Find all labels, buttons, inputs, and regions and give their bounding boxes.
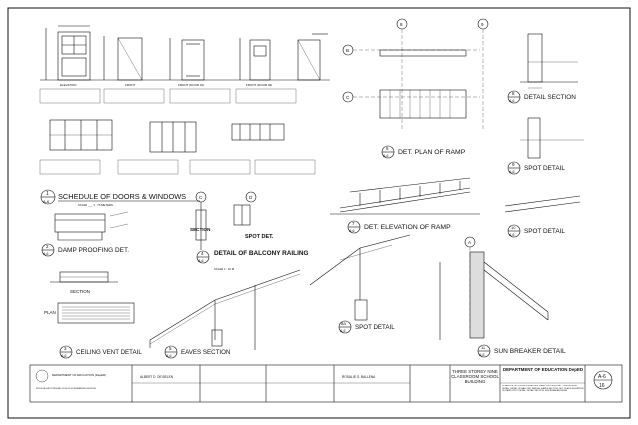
section-c-title: SECTION xyxy=(190,227,211,232)
spot-d-mark: D xyxy=(249,195,253,200)
sheet-number-box: A-6 16 xyxy=(593,370,613,390)
detail-11-label: SUN BREAKER DETAIL xyxy=(494,348,566,355)
title-block-project: THREE STOREY NINE CLASSROOM SCHOOL BUILD… xyxy=(451,369,499,385)
title-block-owner-wrap: DEPARTMENT OF EDUCATION DepED xyxy=(502,367,584,372)
title-block-agency: DEPARTMENT OF EDUCATION (DepED) xyxy=(52,373,106,377)
detail-5a-number: 5a xyxy=(341,321,346,326)
detail-1-title: 1 A-6 SCHEDULE OF DOORS & WINDOWS SCALE … xyxy=(40,189,200,207)
spot-10-drawing xyxy=(504,195,581,213)
detail-2-sheet: A-6 xyxy=(43,252,49,256)
detail-2-title: 2 A-6 DAMP PROOFING DET. xyxy=(41,243,129,257)
detail-4-scale: SCALE 1 : 10 M xyxy=(214,267,235,271)
detail-9-title: 9 A-6 SPOT DETAIL xyxy=(507,161,565,175)
detail-5-label: EAVES SECTION xyxy=(181,349,230,356)
detail-1-sheet: A-6 xyxy=(43,199,50,204)
detail-11-number: 11 xyxy=(481,345,486,350)
title-block-contents-wrap: SCHEDULE OF DOORS & WINDOWS, DAMP PROOFI… xyxy=(502,385,584,393)
detail-6-sheet: A-6 xyxy=(383,154,389,158)
sun-breaker-drawing xyxy=(439,236,549,340)
door-label-1: ELEVATION xyxy=(60,83,76,87)
detail-11-sheet: A-6 xyxy=(479,353,485,357)
sheet-number: A-6 xyxy=(598,374,606,380)
detail-10-number: 10 xyxy=(511,225,516,230)
door-label-3: FRONT (DOOR #1) xyxy=(178,83,204,87)
spot-d-title: SPOT DET. xyxy=(245,234,274,240)
detail-8-number: 8 xyxy=(512,91,515,96)
detail-10-label: SPOT DETAIL xyxy=(524,228,565,235)
detail-section-drawing xyxy=(520,33,578,89)
detail-7-sheet: A-6 xyxy=(349,229,355,233)
detail-1-number: 1 xyxy=(46,191,49,197)
title-block-signatory-2: ROSALIE O. BALLENA xyxy=(342,375,376,379)
title-block-signatory-1: ALBERT D. DE BELEN xyxy=(140,375,174,379)
detail-9-number: 9 xyxy=(512,162,515,167)
door-label-4: FRONT (DOOR #2) xyxy=(246,83,272,87)
detail-9-label: SPOT DETAIL xyxy=(524,165,565,172)
detail-9-sheet: A-6 xyxy=(509,170,515,174)
detail-5-sheet: A-6 xyxy=(166,354,172,358)
detail-10-sheet: A-6 xyxy=(509,233,515,237)
detail-8-label: DETAIL SECTION xyxy=(524,94,576,101)
section-c-mark: C xyxy=(199,195,203,200)
ceiling-vent-plan xyxy=(57,302,135,324)
damp-proofing-drawing xyxy=(54,211,129,241)
grid-mark-c: C xyxy=(346,95,350,100)
window-schedule xyxy=(39,119,316,175)
title-block-office: PHYSICAL FACILITIES AND SCHOOLS ENGINEER… xyxy=(36,387,96,390)
detail-1-label: SCHEDULE OF DOORS & WINDOWS xyxy=(58,192,186,201)
detail-5a-label: SPOT DETAIL xyxy=(355,324,395,331)
detail-7-number: 7 xyxy=(352,221,355,226)
grid-mark-8: 8 xyxy=(400,22,403,27)
grid-mark-9: 9 xyxy=(481,22,484,27)
detail-11-title: 11 A-6 SUN BREAKER DETAIL xyxy=(477,344,566,358)
ceiling-vent-plan-label: PLAN xyxy=(44,310,56,315)
detail-3-label: CEILING VENT DETAIL xyxy=(76,349,142,356)
detail-2-number: 2 xyxy=(46,244,49,249)
title-block-owner: DEPARTMENT OF EDUCATION DepED xyxy=(502,367,584,372)
door-label-2: FRONT xyxy=(125,83,135,87)
title-block-contents: SCHEDULE OF DOORS & WINDOWS, DAMP PROOFI… xyxy=(502,385,584,393)
detail-6-title: 6 A-6 DET. PLAN OF RAMP xyxy=(381,145,466,159)
detail-2-label: DAMP PROOFING DET. xyxy=(58,247,129,254)
door-notes xyxy=(39,88,297,104)
spot-9-drawing xyxy=(520,117,584,159)
detail-4-sheet: A-6 xyxy=(198,259,204,263)
detail-4-label: DETAIL OF BALCONY RAILING xyxy=(214,250,308,257)
detail-3-title: 3 A-6 CEILING VENT DETAIL xyxy=(59,345,142,359)
grid-mark-a: A xyxy=(468,240,471,245)
detail-8-sheet: A-6 xyxy=(509,99,515,103)
detail-4-title: 4 A-6 DETAIL OF BALCONY RAILING SCALE 1 … xyxy=(196,250,308,271)
detail-1-scale: SCALE ___ 1 : 75 METERS xyxy=(78,203,113,207)
detail-5a-sheet: A-6 xyxy=(340,329,346,333)
section-c-drawing xyxy=(195,191,257,250)
ceiling-vent-section xyxy=(50,271,118,283)
detail-7-title: 7 A-6 DET. ELEVATION OF RAMP xyxy=(347,220,451,234)
grid-mark-b: B xyxy=(346,48,349,53)
door-schedule xyxy=(40,25,330,81)
sheet-border xyxy=(7,7,631,419)
detail-8-title: 8 A-6 DETAIL SECTION xyxy=(507,90,576,104)
detail-4-number: 4 xyxy=(201,251,204,256)
detail-5-number: 5 xyxy=(169,346,172,351)
detail-3-number: 3 xyxy=(64,346,67,351)
ceiling-vent-section-label: SECTION xyxy=(70,289,90,294)
eaves-section-drawing xyxy=(149,269,301,350)
spot-5a-drawing xyxy=(309,234,411,321)
title-block xyxy=(29,364,623,403)
detail-5a-title: 5a A-6 SPOT DETAIL xyxy=(338,320,395,334)
detail-7-label: DET. ELEVATION OF RAMP xyxy=(364,224,451,231)
detail-10-title: 10 A-6 SPOT DETAIL xyxy=(507,224,565,238)
ramp-elevation-drawing xyxy=(330,177,480,215)
detail-3-sheet: A-6 xyxy=(61,354,67,358)
detail-6-number: 6 xyxy=(386,146,389,151)
detail-5-title: 5 A-6 EAVES SECTION xyxy=(164,345,230,359)
ramp-plan-drawing xyxy=(342,18,489,130)
sheet-total: 16 xyxy=(599,383,605,389)
detail-6-label: DET. PLAN OF RAMP xyxy=(398,149,466,156)
title-block-project-wrap: THREE STOREY NINE CLASSROOM SCHOOL BUILD… xyxy=(451,369,499,385)
